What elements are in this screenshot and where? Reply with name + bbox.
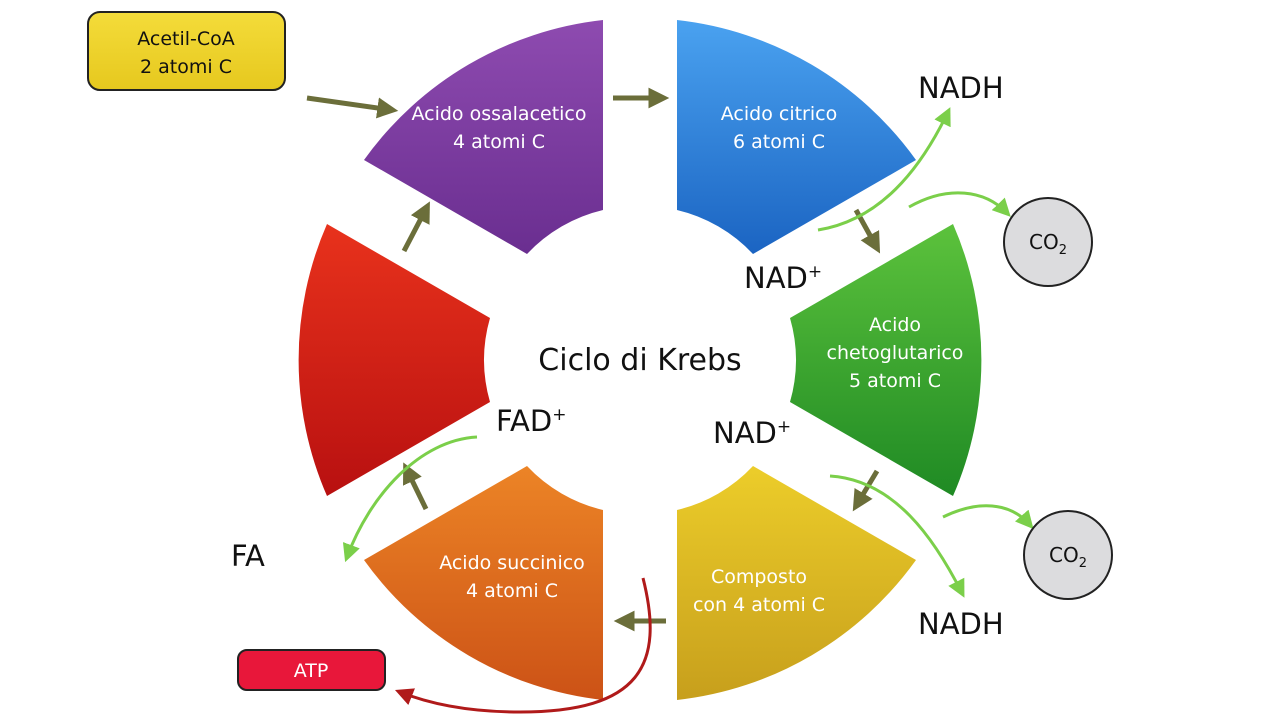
co2-bottom-label: CO2 [1049, 543, 1087, 571]
atp-label: ATP [294, 660, 329, 682]
arrow-co2-release-top [908, 191, 1011, 217]
arrow-atp-production [394, 577, 652, 714]
fa-cut-label: FA [231, 539, 265, 573]
arrow-red-to-ossalacetico [401, 201, 430, 253]
citrico-atoms: 6 atomi C [733, 131, 825, 153]
segment-red [298, 224, 490, 496]
chetoglutarico-atoms: 5 atomi C [849, 370, 941, 392]
segment-acido-succinico [364, 466, 603, 700]
nadh-bottom-label: NADH [918, 607, 1004, 641]
succinico-atoms: 4 atomi C [466, 580, 558, 602]
co2-top-label: CO2 [1029, 230, 1067, 258]
arrow-fad-reduction [342, 435, 478, 563]
acetyl-coa-label: Acetil-CoA [137, 28, 235, 50]
co2-circle-top [1003, 197, 1093, 287]
arrow-co2-release-bottom [942, 504, 1034, 530]
chetoglutarico-label-1: Acido [869, 314, 921, 336]
arrow-succinico-to-red [403, 462, 429, 511]
nadh-top-label: NADH [918, 71, 1004, 105]
arrow-acetyl-to-ossalacetico [306, 95, 399, 119]
ossalacetico-label: Acido ossalacetico [411, 103, 586, 125]
co2-circle-bottom [1023, 510, 1113, 600]
segment-composto [677, 466, 916, 700]
ossalacetico-atoms: 4 atomi C [453, 131, 545, 153]
chetoglutarico-label-2: chetoglutarico [827, 342, 964, 364]
arrow-nad-to-nadh-bottom [829, 474, 965, 598]
arrow-nad-to-nadh-top [817, 107, 951, 232]
segment-acido-chetoglutarico [790, 224, 982, 496]
composto-atoms: con 4 atomi C [693, 594, 825, 616]
arrow-chetoglutarico-to-composto [852, 469, 880, 512]
acetyl-coa-atoms: 2 atomi C [140, 56, 232, 78]
succinico-label: Acido succinico [439, 552, 585, 574]
diagram-title: Ciclo di Krebs [538, 343, 741, 378]
fad-label: FAD+ [496, 404, 566, 438]
composto-label: Composto [711, 566, 807, 588]
segment-acido-citrico [677, 20, 916, 254]
nad-top-label: NAD+ [744, 261, 822, 295]
acetyl-coa-box [87, 11, 286, 91]
citrico-label: Acido citrico [721, 103, 837, 125]
atp-box [237, 649, 386, 691]
nad-mid-label: NAD+ [713, 416, 791, 450]
segment-acido-ossalacetico [364, 20, 603, 254]
